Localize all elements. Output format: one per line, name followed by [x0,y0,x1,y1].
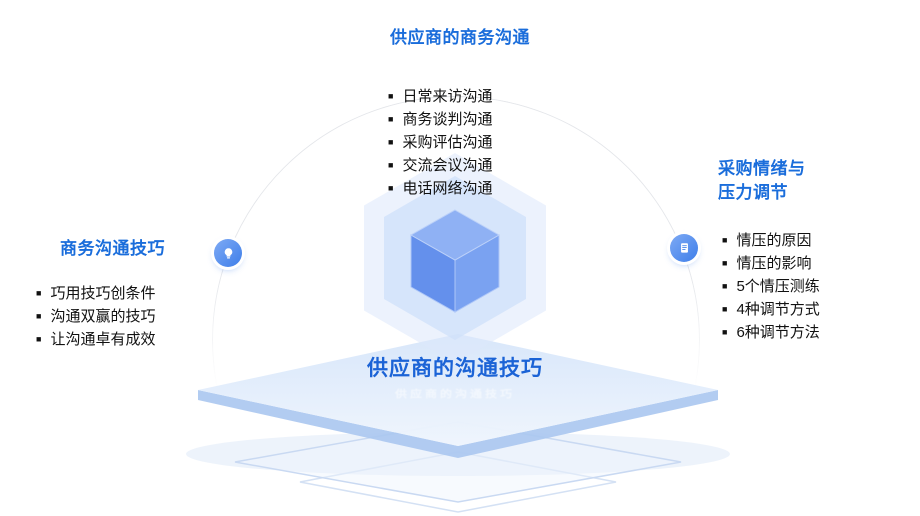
list-item-label: 采购评估沟通 [402,134,493,151]
center-title-reflection: 供应商的沟通技巧 [394,387,516,400]
section-title-right-line1: 采购情绪与 [718,159,806,178]
list-item: ■ 电话网络沟通 [388,178,492,201]
section-title-left: 商务沟通技巧 [60,239,165,258]
platform-top [198,334,718,446]
list-item-label: 让沟通卓有成效 [50,331,156,348]
list-item-label: 交流会议沟通 [402,157,493,174]
bullet-square-icon: ■ [722,327,728,337]
cube-3d-icon [364,153,546,363]
certificate-glyph [680,242,688,253]
center-title: 供应商的沟通技巧 [367,357,543,380]
idea-bulb-glyph [224,247,232,258]
bullet-square-icon: ■ [722,281,728,291]
list-item-label: 4种调节方式 [736,301,820,318]
bullet-square-icon: ■ [36,334,42,344]
list-item-label: 5个情压测练 [736,278,820,295]
bullet-square-icon: ■ [388,183,394,193]
list-item: ■ 日常来访沟通 [388,86,492,109]
list-item-label: 商务谈判沟通 [402,111,493,128]
bullet-square-icon: ■ [722,235,728,245]
list-item: ■ 交流会议沟通 [388,155,492,178]
list-item: ■ 6种调节方法 [722,322,820,345]
bullet-square-icon: ■ [722,304,728,314]
list-item: ■ 巧用技巧创条件 [36,283,155,306]
list-item: ■ 5个情压测练 [722,276,820,299]
bullet-square-icon: ■ [722,258,728,268]
list-item-label: 巧用技巧创条件 [50,285,156,302]
list-item-label: 情压的影响 [736,255,812,272]
list-right: ■ 情压的原因 ■ 情压的影响 ■ 5个情压测练 ■ 4种调节方式 ■ 6种调节方法 [722,230,820,345]
bullet-square-icon: ■ [36,288,42,298]
list-item: ■ 商务谈判沟通 [388,109,492,132]
list-item-label: 日常来访沟通 [402,88,493,105]
list-item: ■ 让沟通卓有成效 [36,329,155,352]
bullet-square-icon: ■ [36,311,42,321]
section-title-right-line2: 压力调节 [718,183,788,202]
list-item: ■ 采购评估沟通 [388,132,492,155]
certificate-icon [670,234,698,262]
list-top: ■ 日常来访沟通 ■ 商务谈判沟通 ■ 采购评估沟通 ■ 交流会议沟通 ■ 电话网络沟通 [388,86,492,201]
bullet-square-icon: ■ [388,91,394,101]
list-item-label: 情压的原因 [736,232,812,249]
list-item-label: 沟通双赢的技巧 [50,308,156,325]
idea-bulb-icon [214,239,242,267]
section-title-right: 采购情绪与 压力调节 [718,157,806,205]
list-item-label: 6种调节方法 [736,324,820,341]
cube-faces [409,209,501,313]
list-item: ■ 情压的原因 [722,230,820,253]
list-item-label: 电话网络沟通 [402,180,493,197]
list-item: ■ 沟通双赢的技巧 [36,306,155,329]
list-item: ■ 情压的影响 [722,253,820,276]
bullet-square-icon: ■ [388,114,394,124]
pedestal-platform [186,334,730,513]
bullet-square-icon: ■ [388,160,394,170]
section-title-top: 供应商的商务沟通 [390,28,530,47]
bullet-square-icon: ■ [388,137,394,147]
platform-outline-small [299,451,617,513]
list-item: ■ 4种调节方式 [722,299,820,322]
list-left: ■ 巧用技巧创条件 ■ 沟通双赢的技巧 ■ 让沟通卓有成效 [36,283,155,352]
